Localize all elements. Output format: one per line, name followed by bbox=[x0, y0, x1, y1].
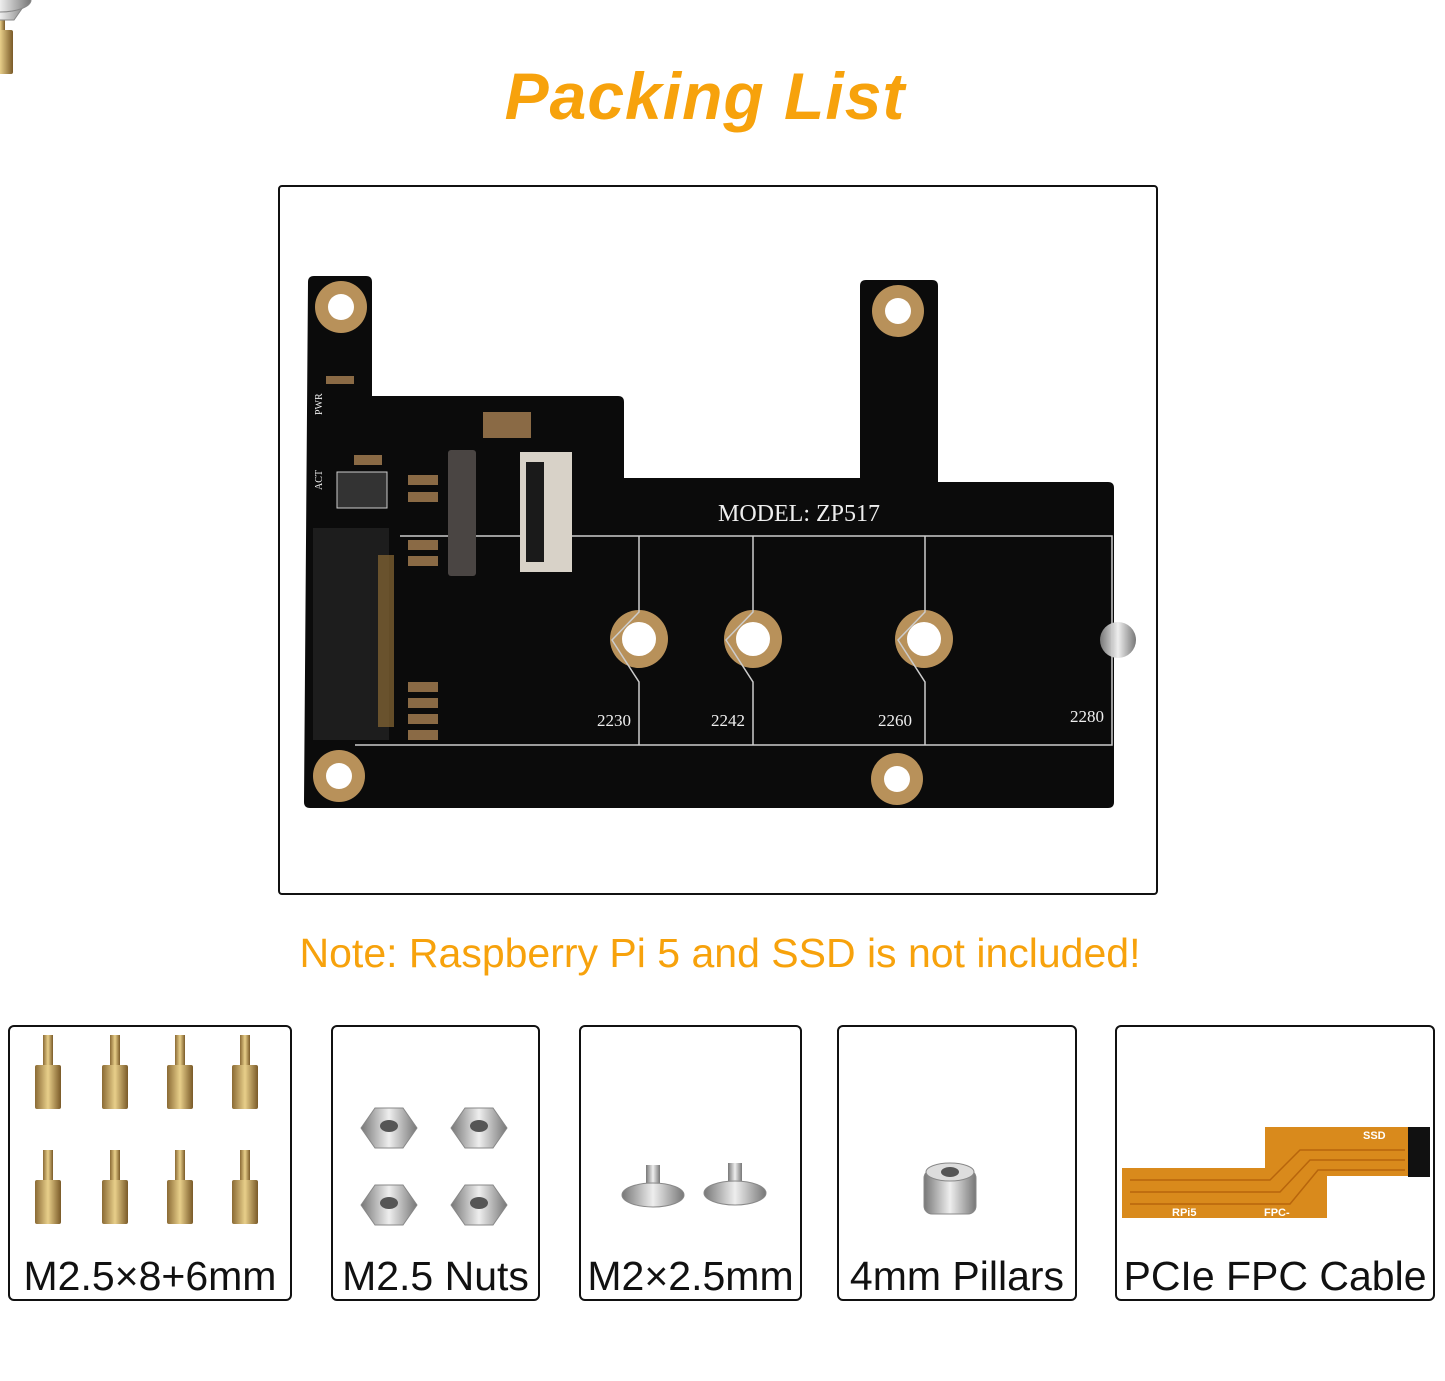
note-text: Note: Raspberry Pi 5 and SSD is not incl… bbox=[299, 930, 1141, 976]
m2-connector bbox=[313, 528, 389, 740]
item-label: M2×2.5mm bbox=[587, 1253, 794, 1299]
item-label: M2.5 Nuts bbox=[342, 1253, 529, 1299]
item-label: PCIe FPC Cable bbox=[1123, 1253, 1427, 1299]
length-2230: 2230 bbox=[597, 711, 631, 730]
pwr-label: PWR bbox=[314, 393, 325, 415]
item-label: 4mm Pillars bbox=[849, 1253, 1065, 1299]
item-fpc-cable: PCIe FPC Cable bbox=[1115, 1025, 1435, 1301]
length-2242: 2242 bbox=[711, 711, 745, 730]
item-pillars: 4mm Pillars bbox=[837, 1025, 1077, 1301]
page-title: Packing List bbox=[504, 59, 906, 133]
length-2280: 2280 bbox=[1070, 707, 1104, 726]
item-nuts: M2.5 Nuts bbox=[331, 1025, 540, 1301]
item-standoffs: M2.5×8+6mm bbox=[8, 1025, 292, 1301]
board-image-frame bbox=[278, 185, 1158, 895]
item-screws: M2×2.5mm bbox=[579, 1025, 802, 1301]
act-label: ACT bbox=[314, 470, 325, 490]
cable-label-fpc: FPC- bbox=[1264, 1207, 1290, 1219]
pcb-board: PWR ACT MODEL: ZP517 2230 2242 2260 2280 bbox=[304, 276, 1136, 808]
item-label: M2.5×8+6mm bbox=[23, 1253, 277, 1299]
length-2260: 2260 bbox=[878, 711, 912, 730]
standoff-icons bbox=[0, 0, 258, 1224]
screw-icons bbox=[0, 0, 767, 1208]
model-label: MODEL: ZP517 bbox=[718, 501, 880, 527]
m2-screw bbox=[1100, 622, 1136, 658]
cable-label-rpi5: RPi5 bbox=[1172, 1207, 1196, 1219]
fpc-cable-icon: RPi5 FPC- SSD bbox=[1122, 1127, 1430, 1219]
pillar-icon bbox=[923, 1162, 977, 1215]
cable-label-ssd: SSD bbox=[1363, 1130, 1386, 1142]
